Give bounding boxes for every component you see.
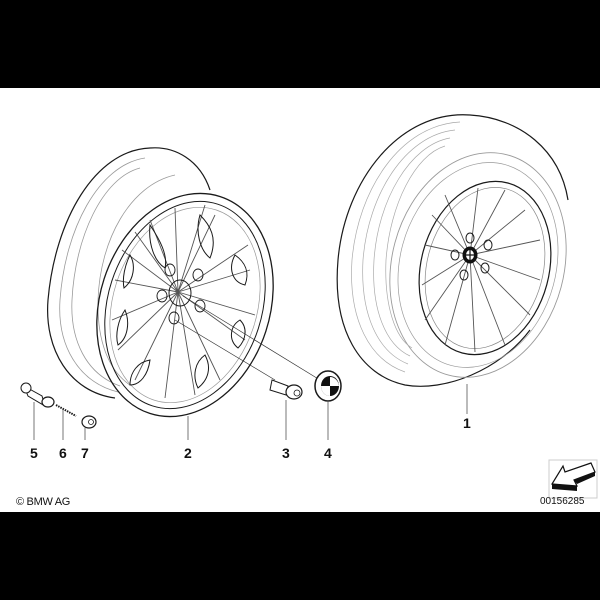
valve-drawing bbox=[20, 382, 55, 408]
wheel-bolt-drawing bbox=[269, 379, 303, 400]
callout-3[interactable]: 3 bbox=[282, 445, 290, 461]
callout-7[interactable]: 7 bbox=[81, 445, 89, 461]
copyright-notice: © BMW AG bbox=[16, 496, 70, 508]
document-number: 00156285 bbox=[540, 496, 585, 507]
wheel-line-art bbox=[20, 114, 598, 499]
callout-5[interactable]: 5 bbox=[30, 445, 38, 461]
navigation-arrow-icon[interactable] bbox=[548, 459, 598, 499]
parts-diagram-canvas: 1 2 3 4 5 6 7 © BMW AG 00156285 bbox=[0, 88, 600, 512]
rim-drawing bbox=[47, 147, 274, 418]
tire-wheel-drawing bbox=[336, 114, 569, 387]
callout-6[interactable]: 6 bbox=[59, 445, 67, 461]
callout-1[interactable]: 1 bbox=[463, 415, 471, 431]
bottom-letterbox-band bbox=[0, 512, 600, 600]
valve-cap-drawing bbox=[81, 415, 97, 429]
callout-2[interactable]: 2 bbox=[184, 445, 192, 461]
assembly-leader-lines bbox=[174, 295, 321, 381]
valve-insert-drawing bbox=[55, 404, 77, 417]
callout-leaders bbox=[33, 384, 468, 440]
hub-cap-drawing bbox=[314, 370, 342, 402]
top-letterbox-band bbox=[0, 0, 600, 88]
callout-4[interactable]: 4 bbox=[324, 445, 332, 461]
